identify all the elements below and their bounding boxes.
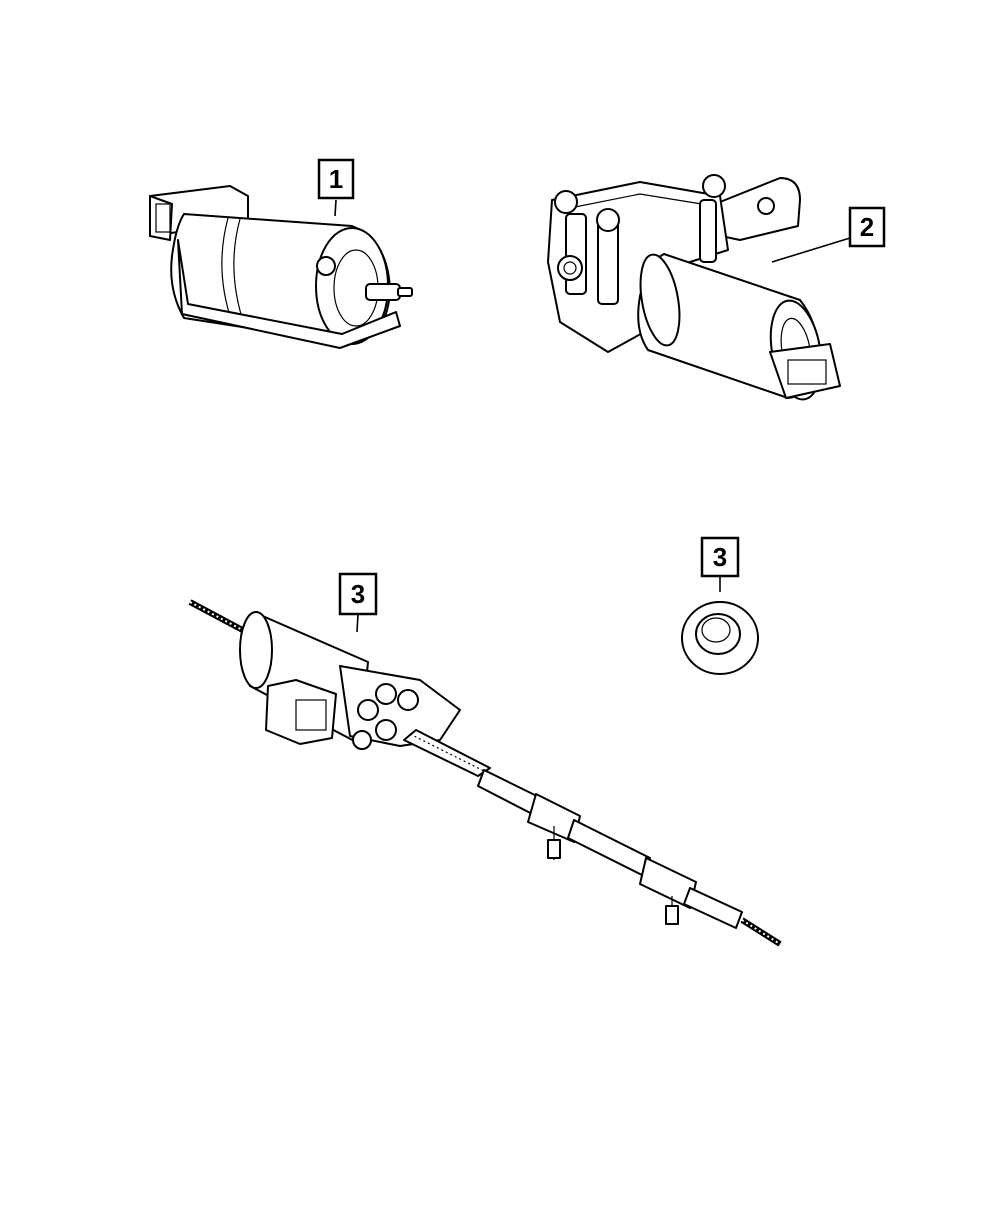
callout-label: 2	[860, 212, 874, 242]
callout-label: 3	[351, 579, 365, 609]
callout-3-grommet: 3	[700, 536, 740, 578]
part-3-motor-cable-assembly	[188, 599, 782, 947]
callout-label: 1	[329, 164, 343, 194]
part-3-grommet	[681, 601, 759, 675]
callout-box	[700, 536, 740, 578]
part-1-motor	[149, 185, 413, 349]
callout-box	[338, 572, 378, 616]
callout-label: 3	[713, 542, 727, 572]
callout-2: 2	[848, 206, 886, 248]
callout-box	[317, 158, 355, 200]
part-2-motor-bracket	[547, 174, 841, 401]
callout-box	[848, 206, 886, 248]
callout-1: 1	[317, 158, 355, 200]
leader-line-3a	[356, 613, 359, 633]
callout-3-assembly: 3	[338, 572, 378, 616]
leader-line-2	[771, 237, 851, 263]
leader-line-1	[334, 199, 337, 217]
